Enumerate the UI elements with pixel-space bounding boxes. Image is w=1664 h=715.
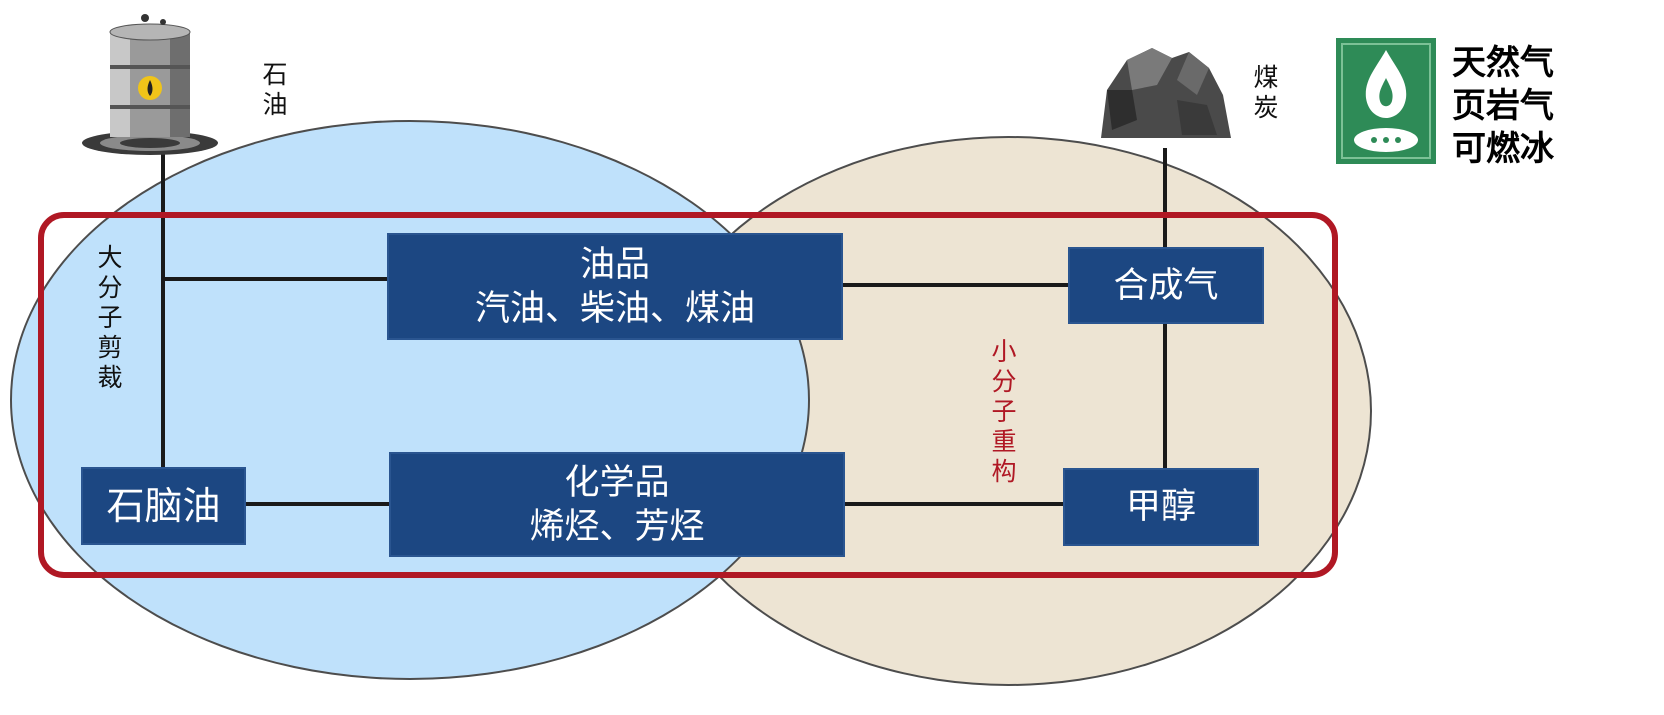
fuels-subtitle: 汽油、柴油、煤油 xyxy=(474,288,755,329)
fuels-title: 油品 xyxy=(579,244,650,285)
gas-natural: 天然气 xyxy=(1452,43,1554,83)
oil-label: 石 油 xyxy=(262,60,288,119)
methanol-title: 甲醇 xyxy=(1125,487,1196,527)
coal-label: 煤 炭 xyxy=(1253,63,1279,122)
syngas-box: 合成气 xyxy=(1068,247,1264,324)
coal-lump-icon xyxy=(1097,40,1235,142)
big-molecule-cutting-label: 大 分 子 剪 裁 xyxy=(97,243,123,392)
chemicals-to-methanol-line xyxy=(843,502,1065,506)
methanol-box: 甲醇 xyxy=(1063,468,1259,546)
oil-barrel-icon xyxy=(75,10,225,160)
coal-trunk-line xyxy=(1163,148,1167,248)
gas-shale: 页岩气 xyxy=(1452,86,1554,126)
chemicals-title: 化学品 xyxy=(564,462,670,503)
chemicals-subtitle: 烯烃、芳烃 xyxy=(529,506,705,547)
chemicals-box: 化学品 烯烃、芳烃 xyxy=(389,452,845,557)
naphtha-to-chemicals-line xyxy=(245,502,391,506)
fuels-to-syngas-line xyxy=(843,283,1070,287)
small-molecule-rebuild-label: 小 分 子 重 构 xyxy=(991,337,1017,486)
naphtha-title: 石脑油 xyxy=(106,484,221,528)
syngas-title: 合成气 xyxy=(1113,265,1219,306)
gas-flame-icon xyxy=(1336,38,1436,164)
oil-to-fuels-line xyxy=(161,277,391,281)
syngas-to-methanol-line xyxy=(1163,324,1167,470)
gas-hydrate: 可燃冰 xyxy=(1452,129,1554,169)
red-frame xyxy=(38,212,1338,578)
fuels-box: 油品 汽油、柴油、煤油 xyxy=(387,233,843,340)
oil-trunk-line xyxy=(161,130,165,475)
naphtha-box: 石脑油 xyxy=(81,467,246,545)
gas-list: 天然气 页岩气 可燃冰 xyxy=(1452,42,1554,171)
